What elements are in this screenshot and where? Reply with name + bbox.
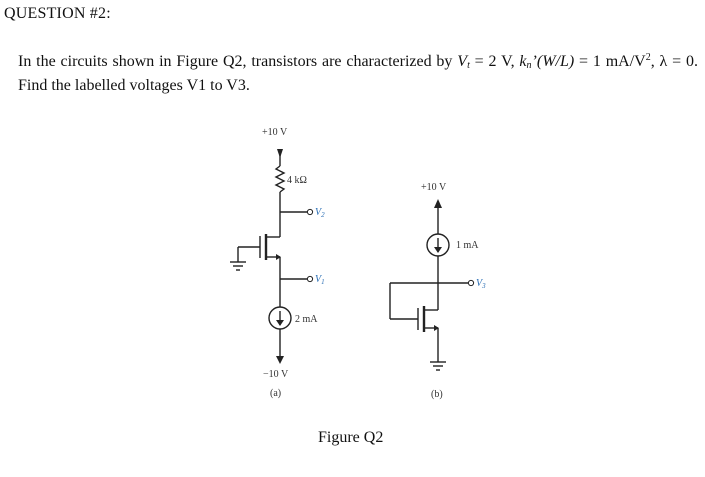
v2-label: V2 — [315, 207, 325, 219]
kn-exponent: 2 — [645, 52, 651, 63]
circuit-a-supply-top: +10 V — [262, 127, 288, 138]
to-text: to V — [206, 77, 238, 94]
v1-label: V1 — [315, 274, 325, 286]
current-source-b-value: 1 mA — [456, 240, 479, 251]
kn-value: = 1 mA/V — [574, 53, 646, 70]
resistor-value: 4 kΩ — [287, 175, 307, 186]
kn-symbol: k — [519, 53, 527, 70]
question-heading: QUESTION #2: — [4, 5, 111, 22]
kn-ratio: ’(W/L) — [531, 53, 575, 70]
v3-node-terminal — [467, 279, 475, 287]
resistor-symbol — [274, 165, 286, 193]
kn-subscript: n — [526, 60, 532, 71]
v1-node-terminal — [306, 275, 314, 283]
vt-value: = 2 V, — [469, 53, 520, 70]
vt-symbol: V — [457, 53, 468, 70]
transistor-a-arrow — [276, 254, 281, 260]
vt-subscript: t — [467, 60, 470, 71]
circuit-b-top-arrow — [434, 199, 442, 208]
current-source-b-arrowhead — [434, 247, 442, 253]
circuit-a: +10 V 4 kΩ V2 V1 2 mA −10 V (a) — [230, 127, 325, 399]
circuit-a-supply-bottom: −10 V — [263, 369, 289, 380]
first-voltage-index: 1 — [198, 77, 207, 94]
statement-end: . — [245, 77, 250, 94]
transistor-b-arrow — [434, 325, 439, 331]
circuit-a-label: (a) — [270, 388, 281, 399]
last-voltage-index: 3 — [237, 77, 246, 94]
problem-statement: In the circuits shown in Figure Q2, tran… — [18, 50, 698, 98]
lambda-text: , λ = 0. Find the labelled voltages V — [18, 53, 699, 94]
current-source-a-arrowhead — [276, 320, 284, 326]
circuit-a-bottom-arrow — [276, 356, 284, 364]
statement-intro: In the circuits shown in Figure Q2, tran… — [18, 53, 458, 70]
circuit-b-label: (b) — [431, 389, 443, 400]
current-source-a-value: 2 mA — [295, 314, 318, 325]
v3-label: V3 — [476, 278, 486, 290]
circuit-b-supply-top: +10 V — [421, 182, 447, 193]
figure-caption: Figure Q2 — [318, 429, 383, 446]
v2-node-terminal — [306, 208, 314, 216]
circuit-b: +10 V 1 mA V3 (b) — [389, 182, 486, 400]
